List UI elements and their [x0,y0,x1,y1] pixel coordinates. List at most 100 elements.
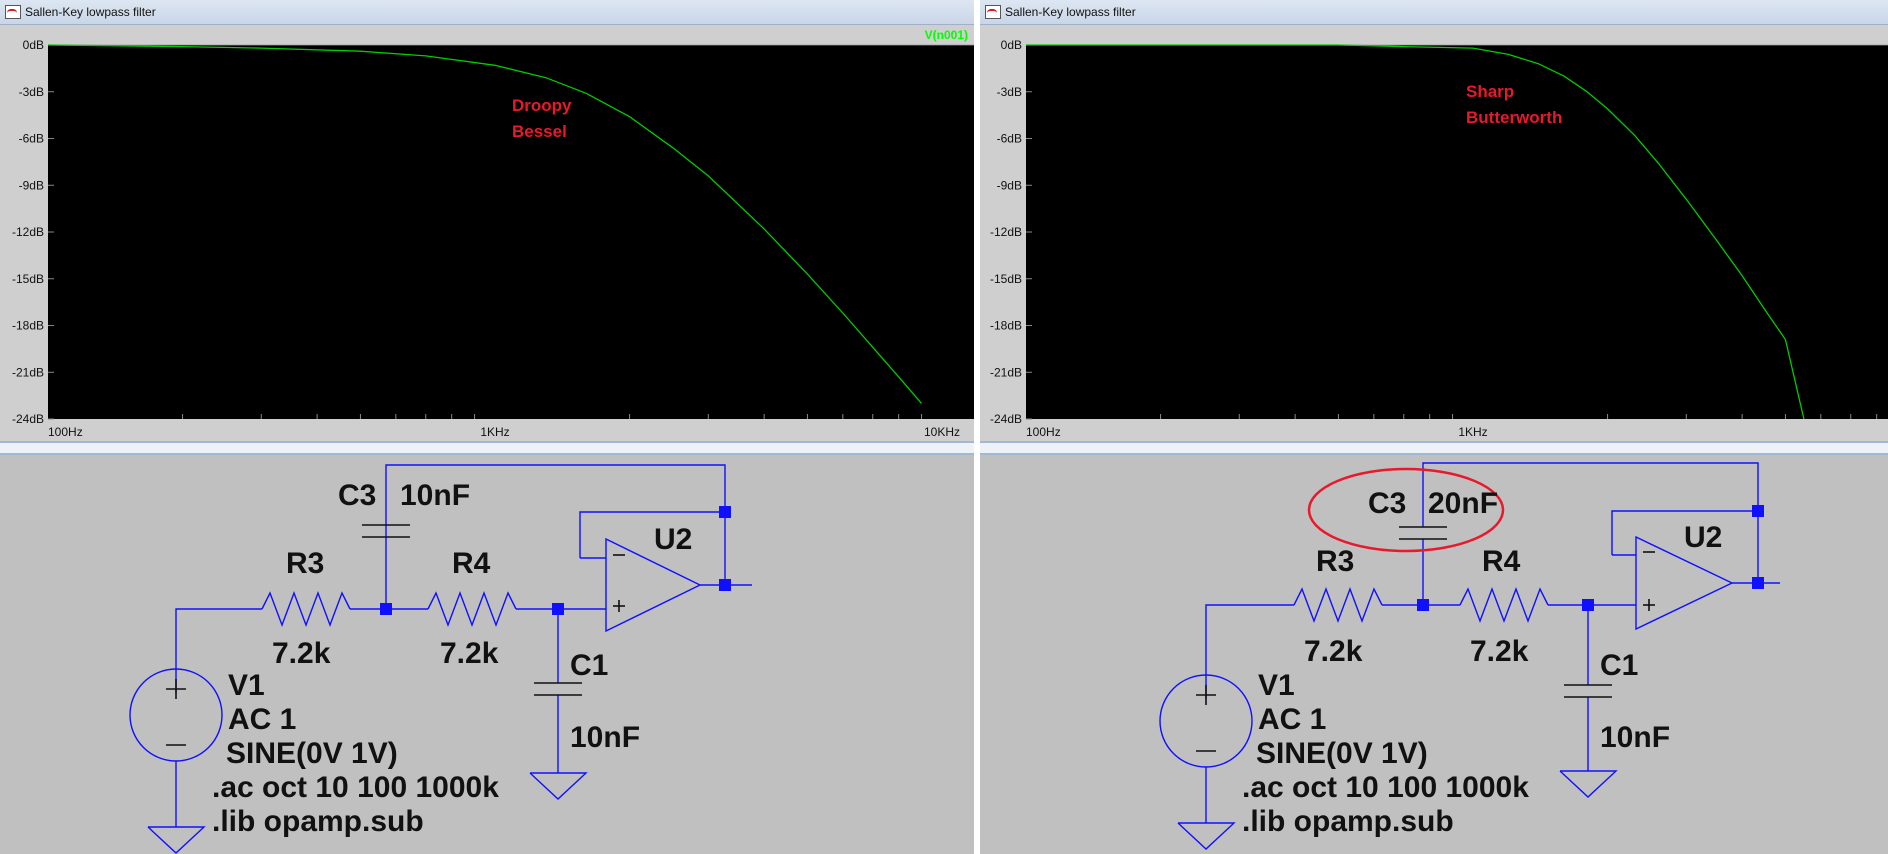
input-wire [1205,604,1294,699]
left-annotation-line1: Droopy [512,96,572,115]
c1-value-label[interactable]: 10nF [1600,721,1670,754]
waveform-app-icon [985,5,1001,19]
right-y-tick-label: -12dB [990,225,1022,239]
pane-divider [974,0,980,854]
ac-directive[interactable]: .ac oct 10 100 1000k [1242,771,1529,804]
v1-sine-label[interactable]: SINE(0V 1V) [1256,737,1428,770]
r3-name-label[interactable]: R3 [286,547,324,580]
v1-name-label[interactable]: V1 [1258,669,1295,702]
lib-directive[interactable]: .lib opamp.sub [212,805,424,838]
right-window-title: Sallen-Key lowpass filter [1005,5,1136,19]
input-wire [175,608,262,693]
left-x-tick-label: 1KHz [480,425,509,439]
right-y-tick-label: -18dB [990,319,1022,333]
ground-symbol-c1 [1559,770,1618,798]
c3-name-label[interactable]: C3 [338,479,376,512]
right-plot-area [1026,45,1888,419]
left-y-tick-label: 0dB [23,38,44,52]
r4-value-label[interactable]: 7.2k [1470,635,1529,668]
left-trace-line [47,44,922,404]
r4-resistor [1459,587,1549,623]
left-y-tick-label: -3dB [19,85,44,99]
ground-symbol-v1 [147,826,206,854]
left-title-bar[interactable]: Sallen-Key lowpass filter [0,0,974,25]
c1-name-label[interactable]: C1 [1600,649,1638,682]
feedback-wire [385,464,726,525]
opamp-feedback-wire [1611,510,1759,583]
left-x-tick-label: 10KHz [924,425,960,439]
r3-resistor [261,591,351,627]
r3-resistor [1293,587,1383,623]
u2-opamp [605,537,702,633]
left-annotation-line2: Bessel [512,122,567,141]
left-schematic[interactable]: C3 10nF R3 7.2k R4 7.2k C1 10nF U2 V1 AC… [0,455,974,854]
right-y-tick-label: -9dB [997,178,1022,192]
right-schematic-svg: C3 20nF R3 7.2k R4 7.2k C1 10nF U2 V1 AC… [1159,462,1780,850]
right-junction-nodes [1417,505,1764,611]
opamp-feedback-wire [579,511,726,585]
right-x-tick-label: 1KHz [1458,425,1487,439]
c3-highlight-ellipse [1307,467,1505,553]
r4-name-label[interactable]: R4 [452,547,491,580]
right-y-tick-label: 0dB [1001,38,1022,52]
r4-name-label[interactable]: R4 [1482,545,1521,578]
right-trace-line [1026,44,1805,420]
left-cap-plates [166,524,625,746]
right-schematic[interactable]: C3 20nF R3 7.2k R4 7.2k C1 10nF U2 V1 AC… [980,455,1888,854]
lib-directive[interactable]: .lib opamp.sub [1242,805,1454,838]
left-plot-area [48,45,974,419]
right-annotation-line1: Sharp [1466,82,1514,101]
right-y-tick-label: -21dB [990,365,1022,379]
c3-value-label[interactable]: 10nF [400,479,470,512]
u2-name-label[interactable]: U2 [1684,521,1722,554]
right-cap-plates [1196,526,1655,752]
right-plot-svg: 0dB -3dB -6dB -9dB -12dB -15dB -18dB -21dB -24dB… [990,38,1888,439]
right-y-tick-label: -3dB [997,85,1022,99]
left-y-tick-label: -6dB [19,132,44,146]
v1-ac-label[interactable]: AC 1 [1258,703,1326,736]
left-y-tick-label: -18dB [12,319,44,333]
c3-value-label[interactable]: 20nF [1428,487,1498,520]
right-y-tick-label: -24dB [990,412,1022,426]
c1-name-label[interactable]: C1 [570,649,608,682]
u2-name-label[interactable]: U2 [654,523,692,556]
left-y-tick-label: -24dB [12,412,44,426]
left-y-tick-label: -15dB [12,272,44,286]
left-plot-pane[interactable]: 0dB -3dB -6dB -9dB -12dB -15dB -18dB -21dB -24dB… [0,25,974,441]
right-title-bar[interactable]: Sallen-Key lowpass filter [980,0,1888,25]
feedback-wire [1422,462,1759,527]
left-window: Sallen-Key lowpass filter 0dB -3dB -6dB -9d… [0,0,974,854]
r4-value-label[interactable]: 7.2k [440,637,499,670]
right-y-tick-label: -15dB [990,272,1022,286]
v1-name-label[interactable]: V1 [228,669,265,702]
right-plot-pane[interactable]: 0dB -3dB -6dB -9dB -12dB -15dB -18dB -21dB -24dB… [980,25,1888,441]
c1-value-label[interactable]: 10nF [570,721,640,754]
r3-name-label[interactable]: R3 [1316,545,1354,578]
right-pane-splitter[interactable] [980,441,1888,455]
u2-opamp [1635,535,1734,631]
v1-ac-label[interactable]: AC 1 [228,703,296,736]
ground-symbol-v1 [1177,822,1236,850]
left-trace-label[interactable]: V(n001) [925,28,968,42]
c3-name-label[interactable]: C3 [1368,487,1406,520]
ac-directive[interactable]: .ac oct 10 100 1000k [212,771,499,804]
right-annotation-line2: Butterworth [1466,108,1562,127]
waveform-app-icon [5,5,21,19]
right-y-tick-label: -6dB [997,132,1022,146]
left-window-title: Sallen-Key lowpass filter [25,5,156,19]
right-x-tick-label: 100Hz [1026,425,1061,439]
r3-value-label[interactable]: 7.2k [272,637,331,670]
left-x-tick-label: 100Hz [48,425,83,439]
v1-sine-label[interactable]: SINE(0V 1V) [226,737,398,770]
left-y-tick-label: -12dB [12,225,44,239]
left-junction-nodes [380,506,731,615]
left-y-tick-label: -9dB [19,178,44,192]
ground-symbol-c1 [529,772,588,800]
left-plot-svg: 0dB -3dB -6dB -9dB -12dB -15dB -18dB -21dB -24dB… [12,28,974,439]
left-schematic-svg: C3 10nF R3 7.2k R4 7.2k C1 10nF U2 V1 AC… [129,464,752,854]
right-window: Sallen-Key lowpass filter 0dB -3dB -6dB -9d… [980,0,1888,854]
r4-resistor [427,591,517,627]
left-y-tick-label: -21dB [12,365,44,379]
left-pane-splitter[interactable] [0,441,974,455]
r3-value-label[interactable]: 7.2k [1304,635,1363,668]
